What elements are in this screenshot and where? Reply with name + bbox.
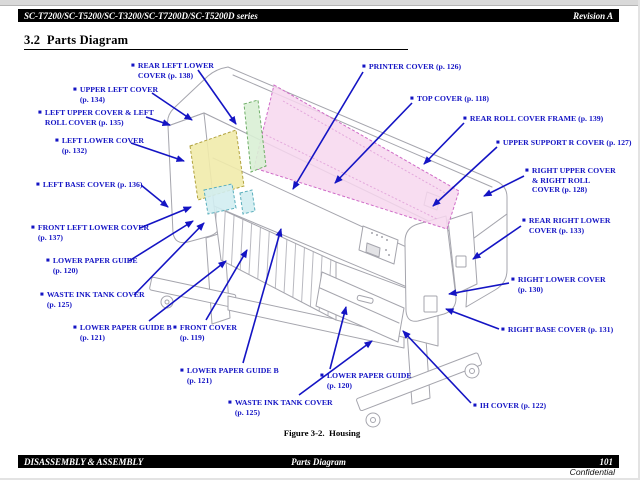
confidential-mark: Confidential [569, 467, 615, 477]
waste-ink-door [423, 295, 438, 313]
leader-arrow-lower-paper-guide-b-bottom [242, 228, 283, 364]
callout-arrows [128, 69, 525, 404]
footer-section: Parts Diagram [291, 456, 346, 467]
leader-arrow-waste-ink-tank-cover-left [133, 222, 205, 296]
highlight-yellow-panel [189, 129, 245, 201]
section-title: 3.2 Parts Diagram [24, 33, 129, 47]
header-series-title: SC-T7200/SC-T5200/SC-T3200/SC-T7200D/SC-… [24, 10, 258, 21]
leader-arrow-lower-paper-guide-b-left [148, 260, 227, 322]
highlight-cyan-strip-b [239, 189, 256, 215]
right-front-block [404, 215, 457, 322]
leader-arrow-lower-paper-guide-bottom [329, 306, 348, 370]
leader-arrow-right-upper-cover-right-roll-cover [483, 175, 525, 197]
highlight-top-cover [253, 84, 460, 230]
leader-arrow-rear-right-lower-cover [472, 225, 522, 260]
leader-arrow-left-base-cover [140, 184, 169, 208]
control-panel-screen [365, 242, 381, 258]
footer-page-number: 101 [599, 456, 614, 467]
leader-arrow-front-left-lower-cover [139, 206, 192, 229]
leader-arrow-right-lower-cover [448, 282, 510, 297]
lower-paper-guide-tray [315, 271, 405, 343]
leader-arrow-upper-support-r-cover [432, 146, 498, 207]
right-lower-cover-part [447, 211, 478, 295]
header-revision: Revision A [573, 10, 613, 21]
leader-arrow-top-cover [334, 102, 413, 184]
footer-chapter: DISASSEMBLY & ASSEMBLY [24, 456, 144, 467]
scan-edge-top [0, 0, 640, 6]
leader-arrow-left-lower-cover [130, 142, 185, 162]
section-title-rule [24, 49, 408, 50]
footer-bar: DISASSEMBLY & ASSEMBLY Parts Diagram 101 [18, 455, 619, 468]
header-bar: SC-T7200/SC-T5200/SC-T3200/SC-T7200D/SC-… [18, 9, 619, 22]
highlight-green-strip [243, 99, 267, 173]
stand-right-foot [356, 352, 482, 412]
highlight-cyan-strip-a [203, 183, 237, 215]
figure-caption: Figure 3-2. Housing [283, 428, 361, 438]
highlight-overlays [189, 84, 460, 230]
control-panel-buttons [371, 232, 390, 256]
leader-arrow-right-base-cover [445, 308, 500, 330]
leader-arrow-rear-left-lower-cover [197, 69, 237, 125]
scan-edge-right [638, 0, 640, 480]
leader-arrow-left-upper-cover-left-roll-cover [145, 116, 171, 126]
leader-arrow-rear-roll-cover-frame [423, 122, 465, 165]
leader-arrow-lower-paper-guide-left [128, 220, 194, 262]
scan-edge-bottom [0, 478, 640, 480]
leader-arrow-ih-cover [402, 330, 472, 404]
leader-arrow-printer-cover [292, 71, 364, 190]
leader-arrow-front-cover [205, 249, 248, 321]
leader-arrow-waste-ink-tank-cover-bottom [298, 340, 373, 396]
leader-arrow-upper-left-cover [151, 92, 193, 121]
